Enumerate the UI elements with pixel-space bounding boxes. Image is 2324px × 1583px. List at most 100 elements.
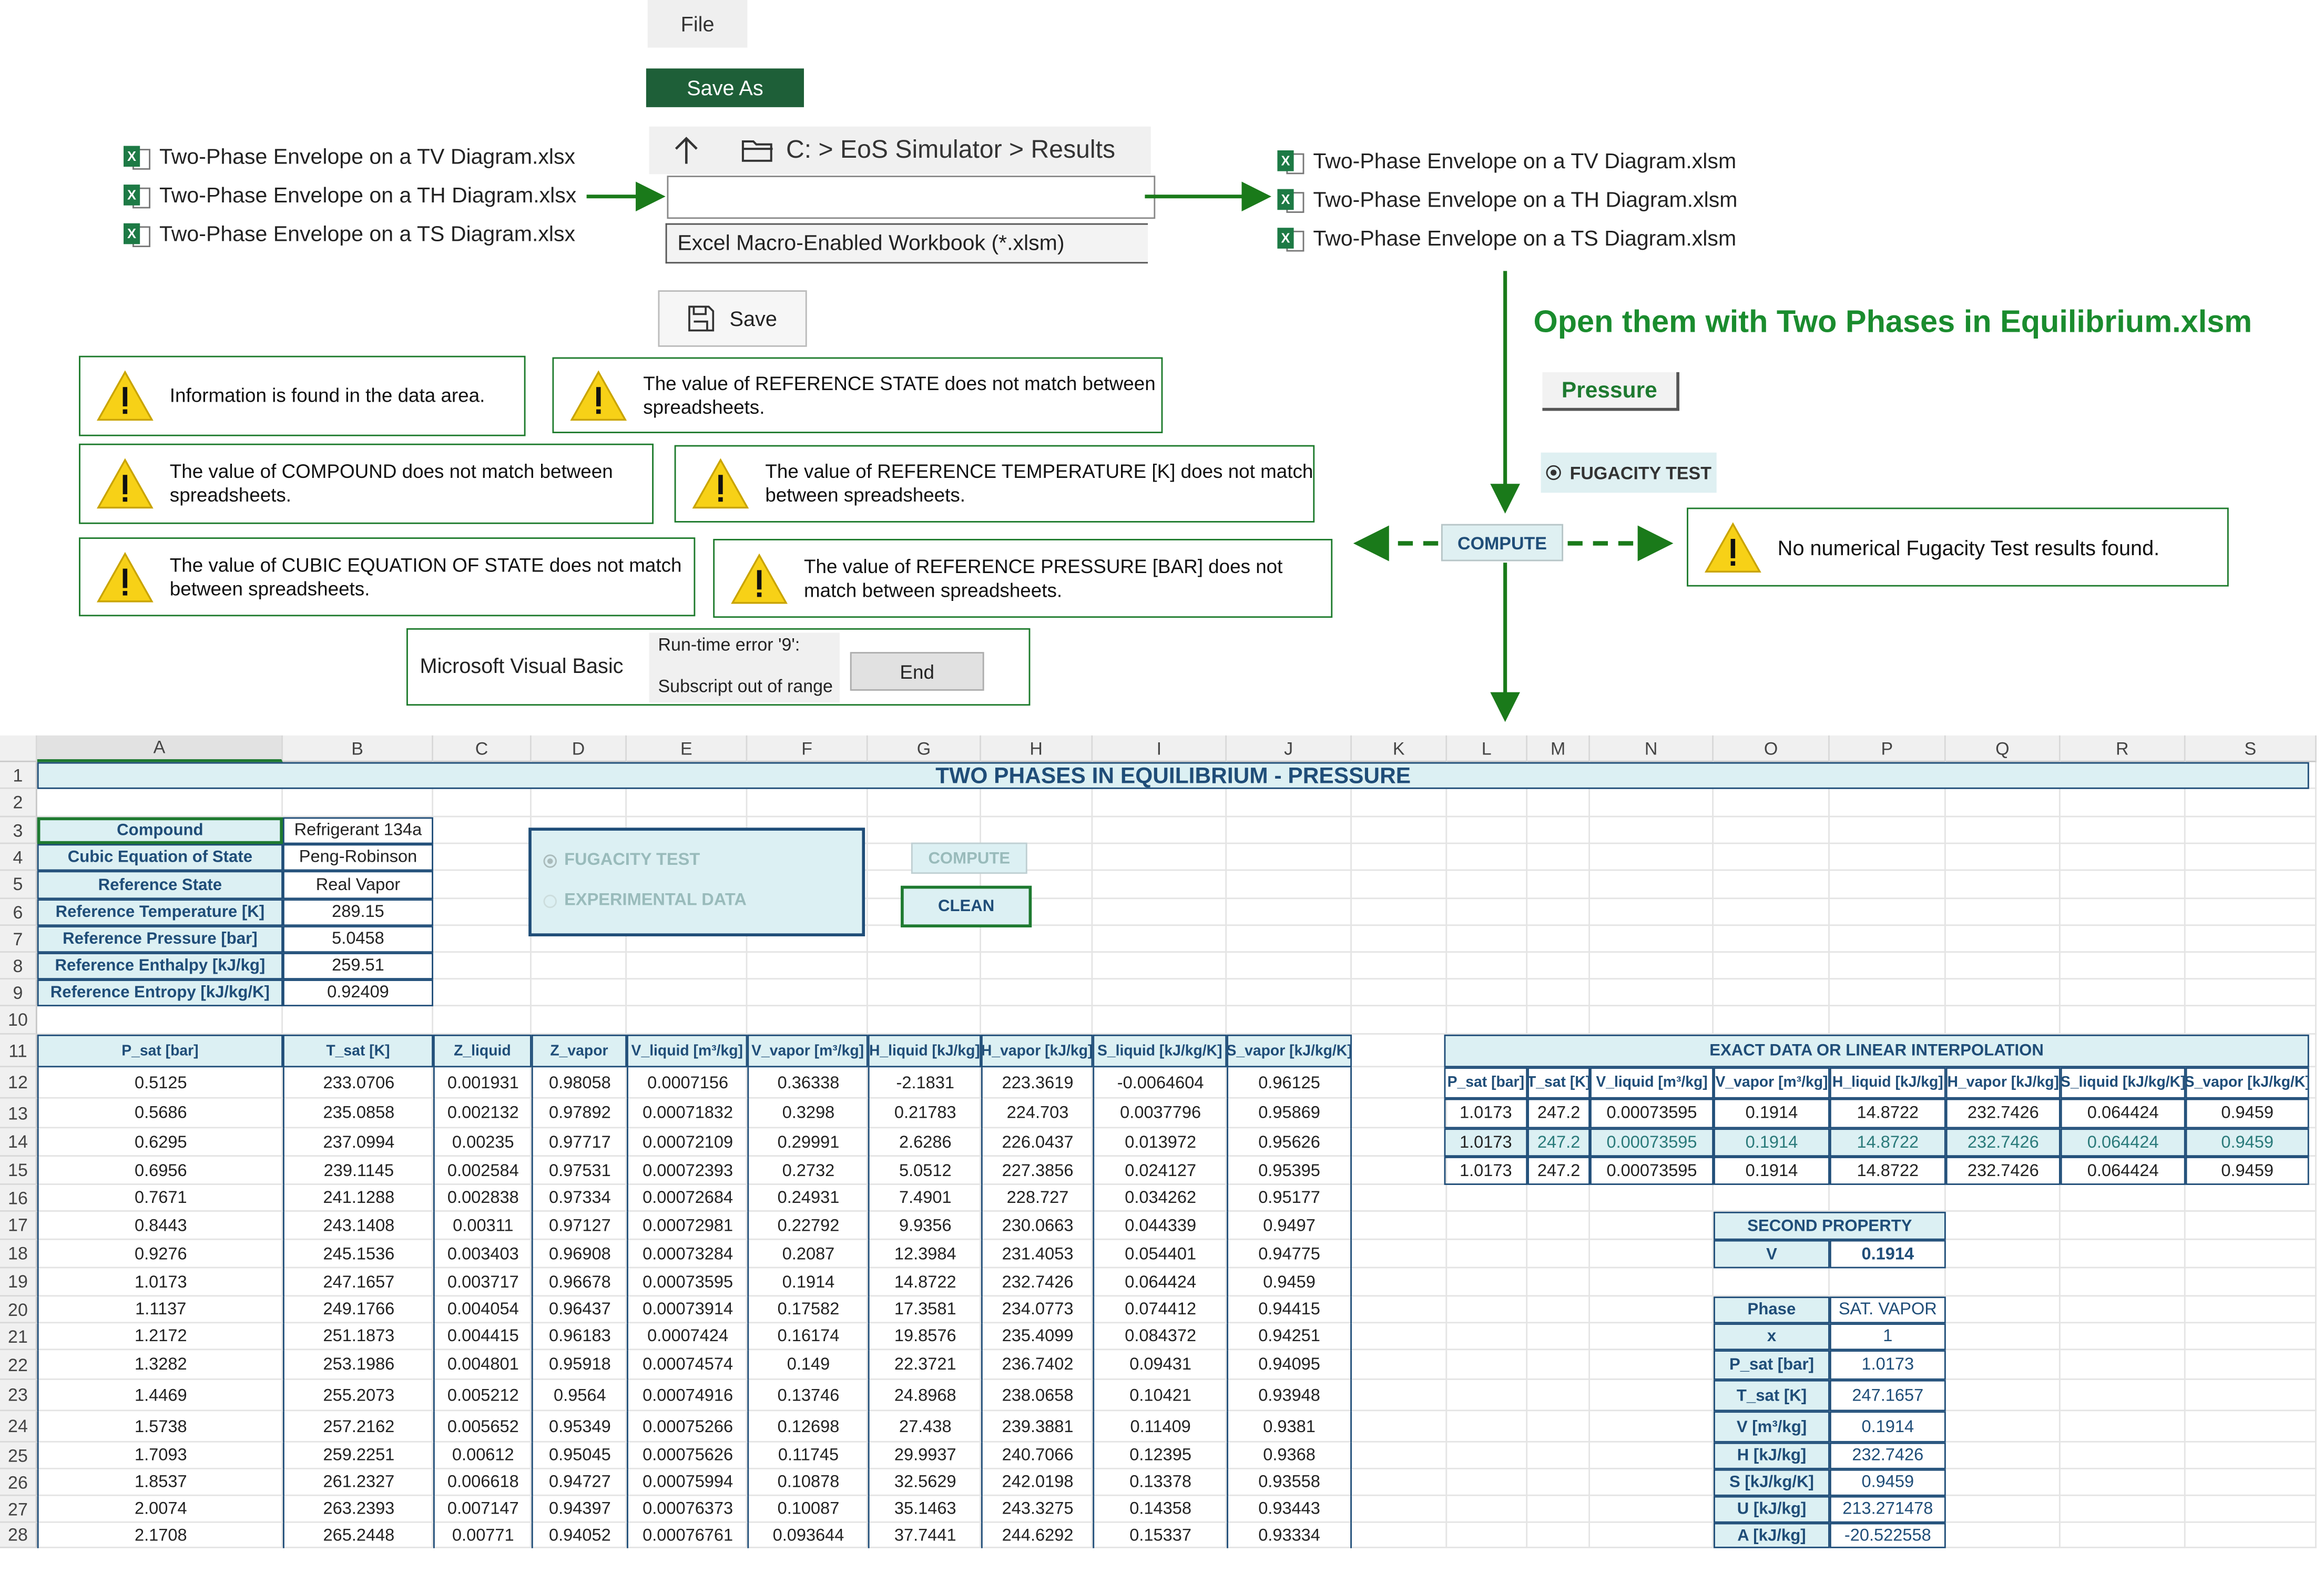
grid-cell[interactable] [1352, 1323, 1448, 1351]
grid-cell[interactable] [981, 1157, 1093, 1185]
grid-cell[interactable] [1447, 1268, 1528, 1297]
grid-cell[interactable] [1527, 1411, 1591, 1443]
grid-cell[interactable] [1527, 1380, 1591, 1412]
grid-cell[interactable] [981, 1523, 1093, 1548]
main-data-cell[interactable]: 0.96678 [531, 1268, 627, 1297]
main-data-cell[interactable]: 0.00311 [433, 1211, 532, 1240]
grid-cell[interactable] [2060, 1211, 2186, 1240]
filename-input[interactable] [667, 176, 1156, 219]
main-data-cell[interactable]: 0.1914 [747, 1268, 868, 1297]
grid-cell[interactable] [1590, 1350, 1714, 1380]
grid-cell[interactable] [981, 1067, 1093, 1099]
main-data-cell[interactable]: 238.0658 [981, 1380, 1093, 1412]
main-data-cell[interactable]: 5.0512 [868, 1157, 981, 1185]
column-header-j[interactable]: J [1227, 735, 1352, 762]
main-data-cell[interactable]: 7.4901 [868, 1184, 981, 1212]
grid-cell[interactable] [37, 1350, 283, 1380]
main-data-cell[interactable]: 27.438 [868, 1411, 981, 1443]
main-data-cell[interactable]: 0.0037796 [1093, 1098, 1227, 1129]
grid-cell[interactable] [1352, 1034, 1448, 1068]
exact-data-cell[interactable]: 14.8722 [1829, 1157, 1946, 1185]
column-header-c[interactable]: C [433, 735, 532, 762]
grid-cell[interactable] [1447, 1350, 1528, 1380]
exact-data-cell[interactable]: 0.1914 [1714, 1128, 1830, 1157]
grid-cell[interactable] [1447, 899, 1528, 926]
grid-cell[interactable] [531, 1469, 627, 1496]
grid-cell[interactable] [747, 1006, 868, 1035]
grid-cell[interactable] [981, 1128, 1093, 1157]
grid-cell[interactable] [627, 1296, 748, 1324]
main-data-cell[interactable]: 12.3984 [868, 1240, 981, 1269]
grid-cell[interactable] [37, 1240, 283, 1269]
grid-cell[interactable] [1945, 1469, 2061, 1496]
clean-button[interactable]: CLEAN [901, 885, 1032, 928]
grid-cell[interactable] [627, 1211, 748, 1240]
grid-cell[interactable] [1714, 926, 1830, 953]
column-header-r[interactable]: R [2060, 735, 2186, 762]
grid-cell[interactable] [1714, 1268, 1830, 1297]
fugacity-test-option[interactable]: FUGACITY TEST [543, 845, 841, 875]
phase-property-value[interactable]: 232.7426 [1829, 1442, 1946, 1469]
grid-cell[interactable] [2060, 1442, 2186, 1469]
main-data-cell[interactable]: 0.00076761 [627, 1523, 747, 1548]
column-header-i[interactable]: I [1093, 735, 1227, 762]
main-data-cell[interactable]: 241.1288 [282, 1184, 433, 1212]
save-as-button[interactable]: Save As [646, 68, 804, 107]
grid-cell[interactable] [1093, 899, 1227, 926]
grid-cell[interactable] [1527, 953, 1591, 980]
grid-cell[interactable] [1352, 1240, 1448, 1269]
grid-cell[interactable] [2060, 1496, 2186, 1523]
grid-cell[interactable] [627, 1323, 748, 1351]
grid-cell[interactable] [868, 789, 981, 818]
grid-cell[interactable] [747, 1067, 868, 1099]
grid-cell[interactable] [433, 926, 532, 953]
main-data-cell[interactable]: 0.00072684 [627, 1184, 747, 1212]
phase-property-value[interactable]: 213.271478 [1829, 1496, 1946, 1523]
grid-cell[interactable] [433, 817, 532, 844]
main-data-cell[interactable]: 0.17582 [747, 1296, 868, 1324]
main-data-cell[interactable]: 0.12395 [1093, 1442, 1227, 1469]
grid-cell[interactable] [531, 1184, 627, 1212]
grid-cell[interactable] [1590, 1380, 1714, 1412]
grid-cell[interactable] [433, 1157, 532, 1185]
grid-cell[interactable] [1093, 1268, 1227, 1297]
exact-data-cell[interactable]: 0.9459 [2185, 1098, 2309, 1129]
grid-cell[interactable] [531, 1380, 627, 1412]
grid-cell[interactable] [627, 1380, 748, 1412]
grid-cell[interactable] [627, 1184, 748, 1212]
grid-cell[interactable] [433, 1350, 532, 1380]
row-header-11[interactable]: 11 [0, 1034, 37, 1068]
grid-cell[interactable] [1093, 1496, 1227, 1523]
grid-cell[interactable] [627, 1411, 748, 1443]
grid-cell[interactable] [1590, 1240, 1714, 1269]
grid-cell[interactable] [1714, 953, 1830, 980]
grid-cell[interactable] [2060, 1523, 2186, 1548]
main-data-cell[interactable]: 0.00072393 [627, 1157, 747, 1185]
main-data-cell[interactable]: 0.15337 [1093, 1523, 1227, 1548]
grid-cell[interactable] [1590, 899, 1714, 926]
grid-cell[interactable] [1447, 1496, 1528, 1523]
row-header-9[interactable]: 9 [0, 979, 37, 1007]
row-header-21[interactable]: 21 [0, 1323, 37, 1351]
main-data-cell[interactable]: 0.95395 [1227, 1157, 1352, 1185]
grid-cell[interactable] [2060, 1469, 2186, 1496]
main-data-cell[interactable]: 2.1708 [37, 1523, 283, 1548]
grid-cell[interactable] [1527, 926, 1591, 953]
select-all-corner[interactable] [0, 735, 37, 762]
grid-cell[interactable] [37, 1098, 283, 1129]
main-data-cell[interactable]: 226.0437 [981, 1128, 1093, 1157]
grid-cell[interactable] [37, 1157, 283, 1185]
main-data-cell[interactable]: 0.93558 [1227, 1469, 1352, 1496]
grid-cell[interactable] [433, 1469, 532, 1496]
grid-cell[interactable] [868, 1523, 981, 1548]
main-data-cell[interactable]: 0.22792 [747, 1211, 868, 1240]
grid-cell[interactable] [37, 1380, 283, 1412]
main-data-cell[interactable]: 0.98058 [531, 1067, 627, 1099]
grid-cell[interactable] [1447, 1211, 1528, 1240]
column-header-f[interactable]: F [747, 735, 868, 762]
grid-cell[interactable] [1590, 1268, 1714, 1297]
save-button[interactable]: Save [658, 290, 807, 347]
grid-cell[interactable] [1527, 1523, 1591, 1548]
grid-cell[interactable] [2185, 1442, 2317, 1469]
grid-cell[interactable] [1945, 1296, 2061, 1324]
